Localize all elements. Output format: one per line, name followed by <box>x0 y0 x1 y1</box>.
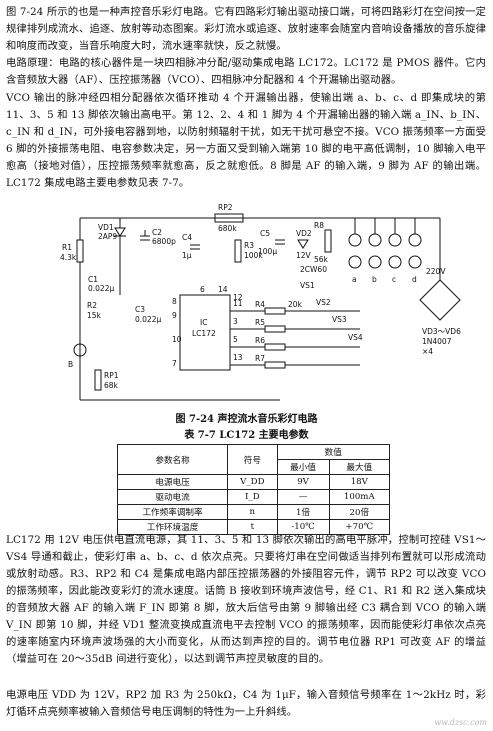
svg-text:0.022μ: 0.022μ <box>88 284 114 293</box>
header-max: 最大值 <box>328 459 391 475</box>
svg-text:VD3～VD6: VD3～VD6 <box>422 327 461 336</box>
svg-text:VS1: VS1 <box>300 281 315 290</box>
svg-text:C1: C1 <box>88 275 98 284</box>
svg-text:LC172: LC172 <box>192 329 216 338</box>
svg-text:R4: R4 <box>255 300 265 309</box>
svg-text:5: 5 <box>233 335 238 344</box>
svg-text:0.022μ: 0.022μ <box>135 315 161 324</box>
svg-text:1N4007: 1N4007 <box>422 337 452 346</box>
svg-text:VD2: VD2 <box>296 229 312 238</box>
svg-text:15k: 15k <box>87 311 102 320</box>
svg-text:11: 11 <box>233 299 243 308</box>
watermark: ww.dzsc.com <box>434 718 487 727</box>
svg-text:R1: R1 <box>62 243 72 252</box>
svg-text:B: B <box>68 360 73 369</box>
figure-caption: 图 7-24 声控流水音乐彩灯电路 <box>175 414 318 425</box>
svg-text:R6: R6 <box>255 336 265 345</box>
svg-text:c: c <box>392 275 396 284</box>
svg-text:R2: R2 <box>87 301 97 310</box>
svg-text:R5: R5 <box>255 318 265 327</box>
svg-text:12: 12 <box>233 293 243 302</box>
svg-text:68k: 68k <box>104 381 119 390</box>
svg-text:10: 10 <box>172 335 182 344</box>
svg-text:IC: IC <box>200 318 207 327</box>
paragraph-intro: 图 7-24 所示的也是一种声控音乐彩灯电路。它有四路彩灯输出驱动接口端，可将四… <box>6 6 486 52</box>
svg-text:220V: 220V <box>426 267 446 276</box>
svg-text:×4: ×4 <box>422 347 433 356</box>
header-min: 最小值 <box>276 459 330 475</box>
svg-text:3: 3 <box>233 317 238 326</box>
svg-text:100k: 100k <box>244 251 263 260</box>
svg-text:2AP9: 2AP9 <box>98 232 117 241</box>
svg-text:100μ: 100μ <box>258 247 277 256</box>
svg-text:C3: C3 <box>135 305 145 314</box>
svg-text:56k: 56k <box>314 255 329 264</box>
svg-text:13: 13 <box>233 353 243 362</box>
svg-text:R7: R7 <box>255 354 265 363</box>
svg-text:680k: 680k <box>218 224 237 233</box>
svg-text:R3: R3 <box>244 241 254 250</box>
circuit-schematic: VD1 2AP9 C2 6800p R1 4.3k C1 0.022μ R2 1… <box>60 203 461 401</box>
vd1-label: VD1 <box>98 223 114 232</box>
svg-text:4.3k: 4.3k <box>60 253 77 262</box>
paragraph-operation: LC172 用 12V 电压供电直流电源，其 11、3、5 和 13 脚依次输出… <box>6 534 486 665</box>
svg-text:6800p: 6800p <box>152 237 176 246</box>
svg-text:9: 9 <box>172 311 177 320</box>
paragraph-principle: 电路原理：电路的核心器件是一块四相脉冲分配/驱动集成电路 LC172。LC172… <box>6 57 486 86</box>
svg-text:C4: C4 <box>182 233 192 242</box>
svg-text:6: 6 <box>200 285 205 294</box>
svg-text:R8: R8 <box>314 221 324 230</box>
svg-text:d: d <box>412 275 417 284</box>
svg-text:VS2: VS2 <box>316 298 331 307</box>
svg-text:14: 14 <box>218 285 228 294</box>
table-caption: 表 7-7 LC172 主要电参数 <box>184 430 309 441</box>
svg-text:C2: C2 <box>152 228 162 237</box>
svg-text:7: 7 <box>172 359 177 368</box>
header-name: 参数名称 <box>116 444 229 475</box>
svg-text:C5: C5 <box>260 229 270 238</box>
svg-text:RP2: RP2 <box>218 203 233 212</box>
svg-text:1μ: 1μ <box>182 251 192 260</box>
header-symbol: 符号 <box>227 444 278 475</box>
svg-text:12V: 12V <box>296 251 312 260</box>
svg-text:RP1: RP1 <box>104 371 119 380</box>
svg-text:8: 8 <box>172 297 177 306</box>
svg-text:a: a <box>352 275 357 284</box>
svg-text:b: b <box>372 275 377 284</box>
paragraph-characteristic: 电源电压 VDD 为 12V，RP2 加 R3 为 250kΩ，C4 为 1μF… <box>6 689 486 718</box>
svg-text:2CW60: 2CW60 <box>300 265 327 274</box>
svg-text:VS4: VS4 <box>348 333 363 342</box>
paragraph-vco: VCO 输出的脉冲经四相分配器依次循环推动 4 个开漏输出器，使输出端 a、b、… <box>6 92 486 189</box>
svg-text:VS3: VS3 <box>332 315 347 324</box>
svg-text:20k: 20k <box>288 300 303 309</box>
header-value: 数值 <box>276 444 391 460</box>
